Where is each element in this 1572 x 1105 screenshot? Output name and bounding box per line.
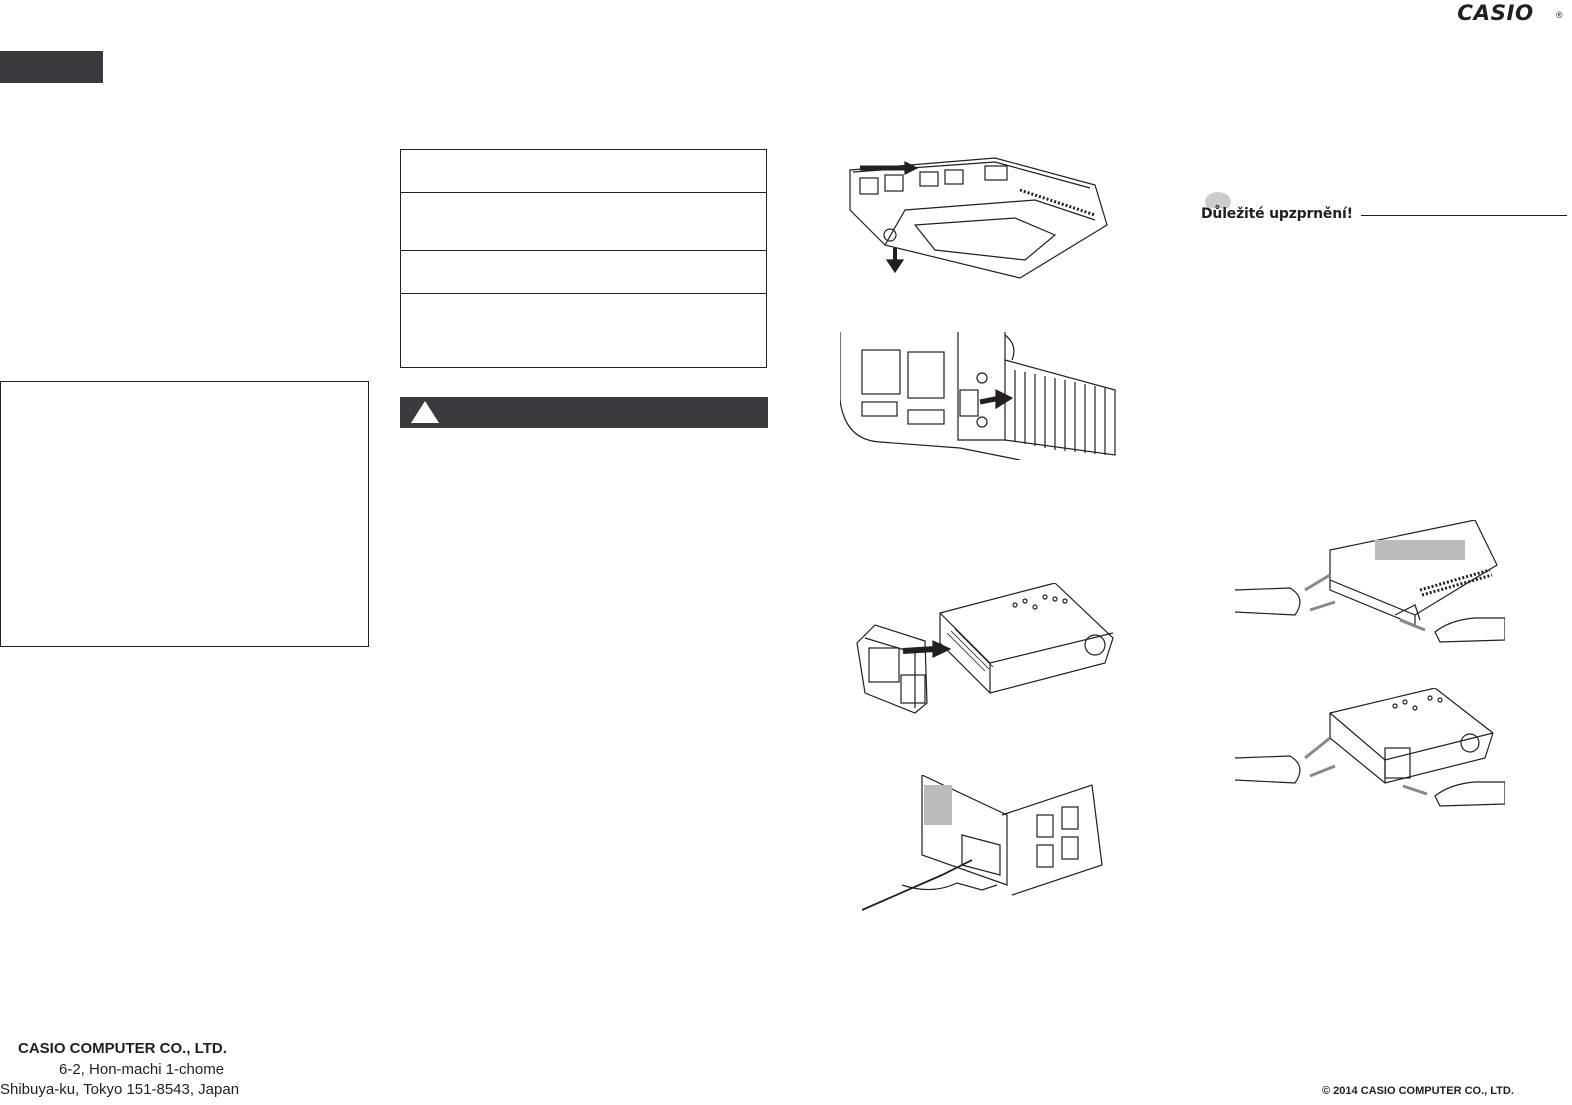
spec-table [400, 149, 767, 368]
important-notice-header: Důležité upzprnění! [1201, 186, 1568, 226]
table-row [401, 150, 766, 193]
casio-logo: CASIO [1457, 1, 1534, 25]
table-row [401, 251, 766, 294]
registered-mark: ® [1556, 10, 1563, 20]
left-content-box [0, 381, 369, 647]
power-cord-illustration [862, 775, 1112, 915]
notice-underline [1361, 215, 1567, 216]
remove-front-cover-illustration [1235, 688, 1505, 813]
address-line-1: 6-2, Hon-machi 1-chome [59, 1061, 225, 1078]
attach-cover-illustration [855, 583, 1120, 715]
language-tab [0, 51, 103, 83]
warning-icon [411, 401, 439, 423]
copyright: © 2014 CASIO COMPUTER CO., LTD. [1322, 1085, 1514, 1097]
notice-glow-icon [1205, 192, 1231, 208]
warning-bar [400, 397, 768, 428]
table-row [401, 193, 766, 251]
important-notice-title: Důležité upzprnění! [1201, 206, 1353, 222]
address-line-2: Shibuya-ku, Tokyo 151-8543, Japan [0, 1081, 240, 1098]
side-connector-illustration [840, 330, 1120, 460]
company-name: CASIO COMPUTER CO., LTD. [18, 1040, 227, 1057]
projector-underside-illustration [845, 150, 1125, 280]
remove-cover-illustration [1235, 520, 1505, 650]
